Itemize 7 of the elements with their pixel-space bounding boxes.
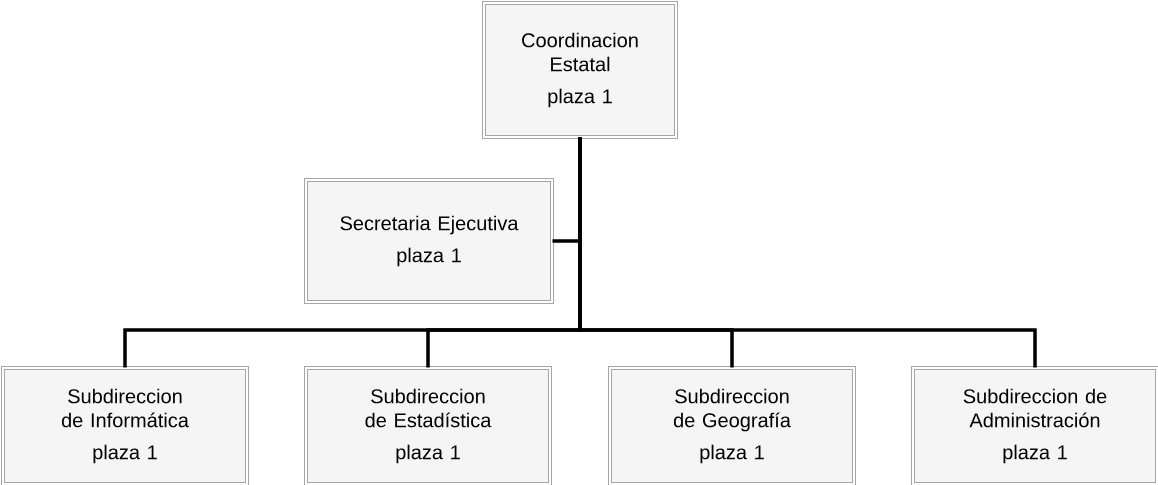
org-box: Subdireccion de Estadística plaza 1 (304, 366, 552, 485)
org-box: Coordinacion Estatal plaza 1 (482, 1, 678, 139)
org-box: Subdireccion de Administración plaza 1 (911, 366, 1158, 485)
connector-line (578, 137, 1037, 368)
org-box: Secretaria Ejecutiva plaza 1 (304, 178, 554, 304)
org-box: Subdireccion de Informática plaza 1 (1, 366, 249, 485)
org-box: Subdireccion de Geografía plaza 1 (608, 366, 856, 485)
